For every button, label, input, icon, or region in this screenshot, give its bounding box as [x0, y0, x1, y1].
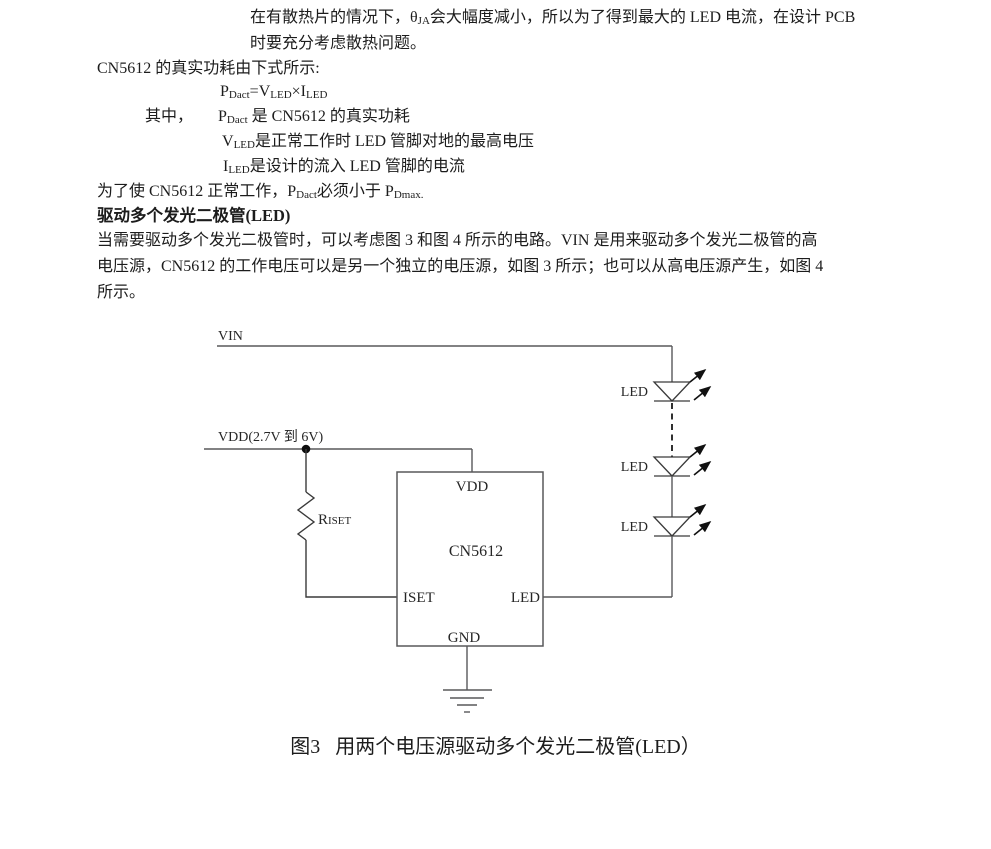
text-segment: 会大幅度减小，所以为了得到最大的 LED 电流，在设计 PCB [429, 9, 856, 26]
led-string: LED LED LED [621, 369, 712, 597]
subscript-text: Dmax. [393, 189, 424, 201]
where-pdact: PDact 是 CN5612 的真实功耗 [218, 107, 410, 128]
chip-name-label: CN5612 [449, 543, 503, 560]
led-2-label: LED [621, 460, 648, 475]
led-1 [652, 381, 692, 402]
text-segment: P [220, 83, 229, 100]
subscript-text: Dact [296, 189, 317, 201]
where-vled: VLED是正常工作时 LED 管脚对地的最高电压 [222, 132, 534, 153]
text-segment: 电压源，CN5612 的工作电压可以是另一个独立的电压源，如图 3 所示；也可以… [97, 258, 824, 275]
vin-label: VIN [218, 329, 243, 344]
led-1-light-arrows [689, 369, 712, 401]
led-1-label: LED [621, 385, 648, 400]
led-3-label: LED [621, 520, 648, 535]
led-2 [652, 456, 692, 477]
chip-body [396, 471, 544, 647]
vin-rail [217, 345, 673, 382]
para-multi-led-line3: 所示。 [97, 283, 145, 303]
text-segment: =V [249, 83, 271, 100]
subscript-text: LED [306, 89, 328, 101]
text-segment: CN5612 的真实功耗由下式所示: [97, 60, 320, 77]
chip-pin-gnd-label: GND [448, 630, 481, 646]
formula-power: PDact=VLED×ILED [220, 82, 327, 103]
vdd-rail-label: VDD(2.7V 到 6V) [218, 429, 323, 445]
text-segment: 驱动多个发光二极管(LED) [97, 206, 291, 225]
text-segment: 当需要驱动多个发光二极管时，可以考虑图 3 和图 4 所示的电路。VIN 是用来… [97, 232, 818, 249]
text-segment: 图3 [290, 736, 321, 758]
para-power-intro: CN5612 的真实功耗由下式所示: [97, 59, 320, 79]
ground-symbol [443, 646, 492, 713]
chip-pin-led-label: LED [511, 590, 540, 606]
subscript-text: LED [233, 139, 255, 151]
text-segment: 时要充分考虑散热问题。 [250, 35, 427, 52]
section-heading: 驱动多个发光二极管(LED) [97, 206, 290, 227]
where-iled: ILED是设计的流入 LED 管脚的电流 [223, 157, 465, 178]
subscript-text: JA [417, 15, 430, 27]
subscript-text: Dact [228, 89, 250, 101]
text-segment: 是正常工作时 LED 管脚对地的最高电压 [254, 133, 535, 150]
text-segment: 在有散热片的情况下，θ [250, 9, 418, 26]
para-thermal-line1: 在有散热片的情况下，θJA会大幅度减小，所以为了得到最大的 LED 电流，在设计… [250, 8, 855, 29]
subscript-text: LED [270, 89, 292, 101]
text-segment: V [222, 133, 234, 150]
para-multi-led-line2: 电压源，CN5612 的工作电压可以是另一个独立的电压源，如图 3 所示；也可以… [97, 257, 823, 277]
text-segment: 所示。 [97, 284, 146, 301]
para-thermal-line2: 时要充分考虑散热问题。 [250, 34, 426, 54]
vdd-rail [204, 448, 473, 472]
chip-pin-vdd-label: VDD [456, 479, 489, 495]
subscript-text: LED [228, 164, 250, 176]
riset-resistor [296, 449, 397, 598]
text-segment: 用两个电压源驱动多个发光二极管(LED） [320, 736, 701, 758]
chip-pin-iset-label: ISET [403, 590, 435, 606]
figure-caption: 图3 用两个电压源驱动多个发光二极管(LED） [0, 735, 991, 760]
text-segment: 是 CN5612 的真实功耗 [247, 108, 410, 125]
text-segment: I [223, 158, 229, 175]
text-segment: 其中， [145, 108, 194, 125]
where-label: 其中， [145, 107, 193, 127]
text-segment: 必须小于 P [316, 183, 394, 200]
text-segment: 是设计的流入 LED 管脚的电流 [249, 158, 465, 175]
riset-label: RISET [318, 512, 352, 528]
para-pdmax: 为了使 CN5612 正常工作，PDact必须小于 PDmax. [97, 182, 423, 203]
para-multi-led-line1: 当需要驱动多个发光二极管时，可以考虑图 3 和图 4 所示的电路。VIN 是用来… [97, 231, 817, 251]
subscript-text: Dact [226, 114, 248, 126]
text-segment: P [218, 108, 227, 125]
text-segment: 为了使 CN5612 正常工作，P [97, 183, 297, 200]
led-3 [652, 516, 692, 537]
text-segment: ×I [291, 83, 306, 100]
led-3-light-arrows [689, 504, 712, 536]
led-2-light-arrows [689, 444, 712, 476]
